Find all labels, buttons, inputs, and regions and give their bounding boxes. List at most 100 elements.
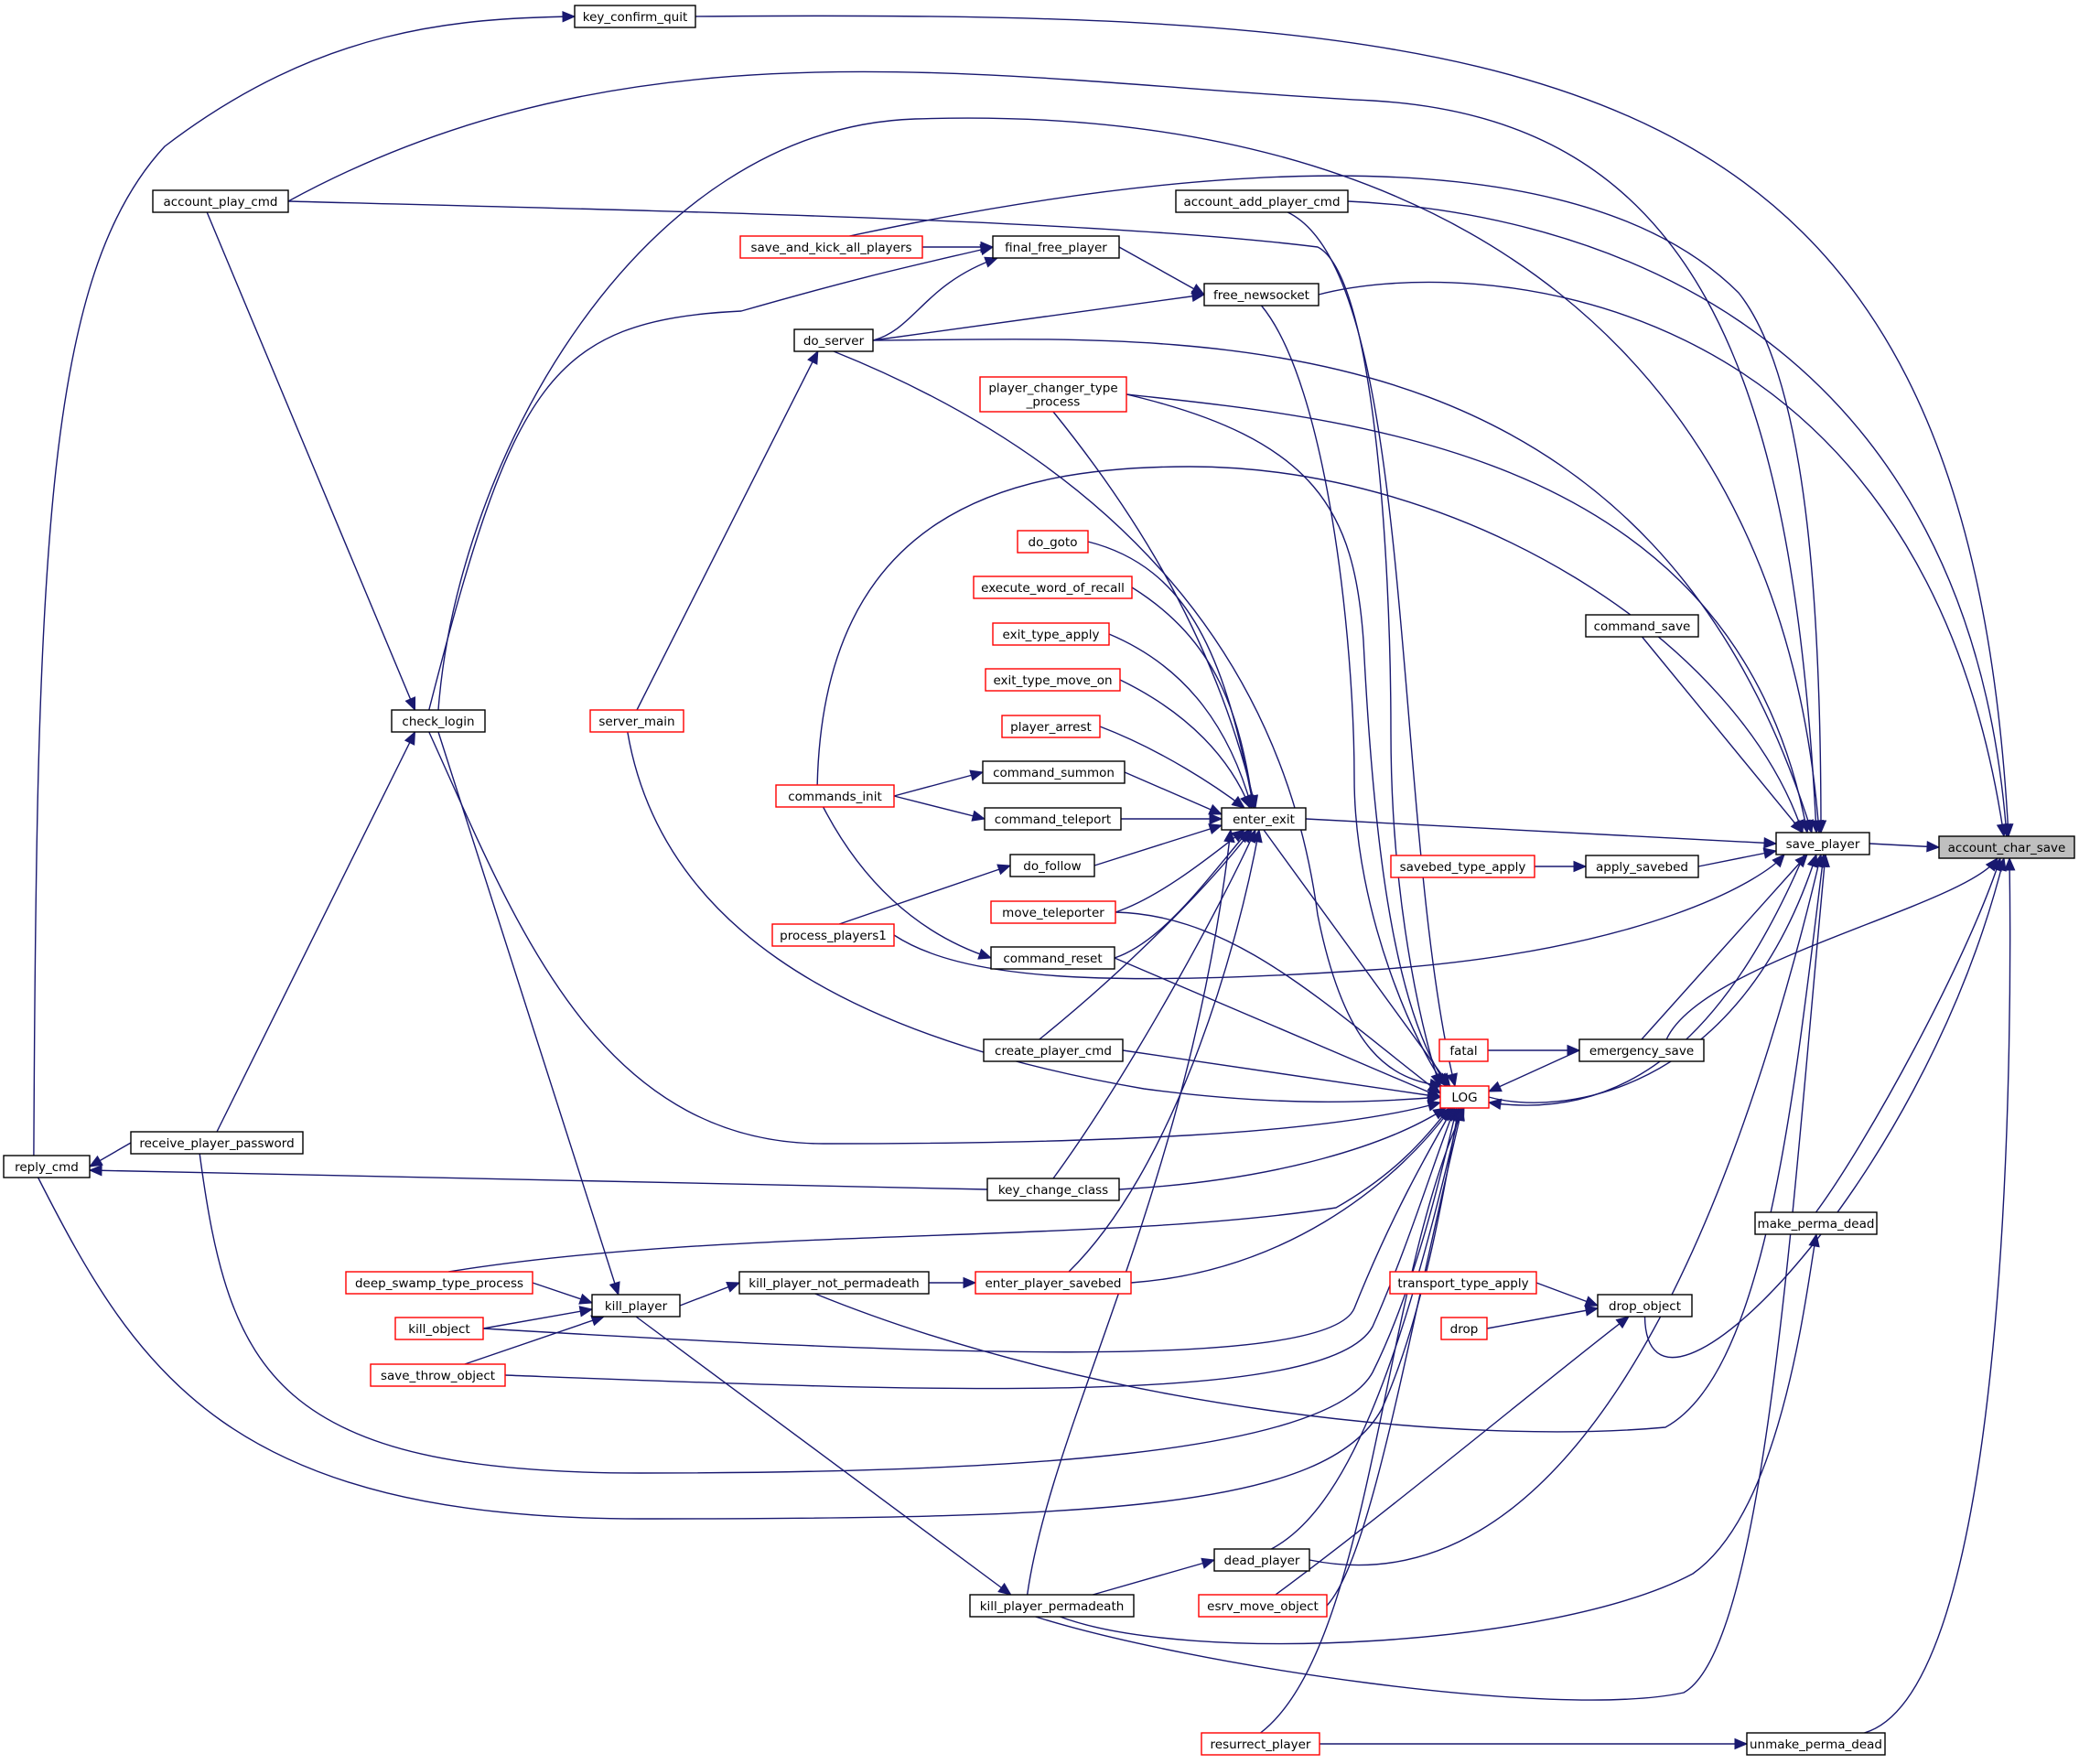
edge-line xyxy=(1099,726,1245,809)
edge-esrv_move_object-to-drop_object xyxy=(1275,1316,1631,1596)
node-command-reset[interactable]: command_reset xyxy=(990,946,1115,970)
node-box xyxy=(345,1271,533,1295)
node-box xyxy=(771,923,895,947)
node-enter-player-savebed[interactable]: enter_player_savebed xyxy=(975,1271,1132,1295)
edge-line xyxy=(1115,911,1441,1094)
node-reply-cmd[interactable]: reply_cmd xyxy=(3,1155,91,1178)
edge-line xyxy=(1641,636,1804,834)
node-player-arrest[interactable]: player_arrest xyxy=(1001,715,1101,738)
node-label: create_player_cmd xyxy=(995,1044,1112,1059)
arrowhead xyxy=(1926,841,1941,853)
node-save-and-kick-all-players[interactable]: save_and_kick_all_players xyxy=(739,235,923,259)
node-key-change-class[interactable]: key_change_class xyxy=(986,1178,1120,1201)
node-kill-object[interactable]: kill_object xyxy=(394,1317,484,1340)
node-box xyxy=(1578,1038,1705,1062)
edge-line xyxy=(1486,1307,1599,1329)
edge-line xyxy=(1052,829,1256,1179)
node-receive-player-password[interactable]: receive_player_password xyxy=(130,1131,304,1155)
edge-reply_cmd-to-key_confirm_quit xyxy=(33,10,576,1156)
node-command-teleport[interactable]: command_teleport xyxy=(984,807,1122,831)
node-apply-savebed[interactable]: apply_savebed xyxy=(1585,855,1699,878)
arrowhead xyxy=(984,256,999,268)
node-label: apply_savebed xyxy=(1596,860,1688,875)
node-account-play-cmd[interactable]: account_play_cmd xyxy=(152,189,289,213)
edge-commands_init-to-save_player xyxy=(816,466,1804,834)
node-drop-object[interactable]: drop_object xyxy=(1597,1294,1693,1318)
node-label: enter_exit xyxy=(1233,812,1295,827)
node-server-main[interactable]: server_main xyxy=(589,709,684,733)
edge-kill_player-to-kill_player_permadeath xyxy=(635,1316,1012,1596)
node-label: make_perma_dead xyxy=(1758,1217,1875,1232)
node-deep-swamp-type-process[interactable]: deep_swamp_type_process xyxy=(345,1271,533,1295)
node-label: kill_player_permadeath xyxy=(980,1599,1125,1614)
edge-line xyxy=(1108,633,1253,809)
edge-exit_type_move_on-to-enter_exit xyxy=(1119,679,1251,810)
node-account-add-player-cmd[interactable]: account_add_player_cmd xyxy=(1175,189,1349,213)
node-kill-player-not-permadeath[interactable]: kill_player_not_permadeath xyxy=(738,1271,930,1295)
edge-unmake_perma_dead-to-account_char_save xyxy=(1864,856,2016,1734)
arrowhead xyxy=(1209,812,1223,825)
node-player-changer-type-process[interactable]: player_changer_type_process xyxy=(979,376,1127,413)
node-process-players1[interactable]: process_players1 xyxy=(771,923,895,947)
edge-save_throw_object-to-kill_player xyxy=(464,1315,606,1365)
node-box xyxy=(394,1317,484,1340)
edge-line xyxy=(893,795,986,820)
node-box xyxy=(979,376,1127,413)
edge-exit_type_apply-to-enter_exit xyxy=(1108,633,1255,810)
node-drop[interactable]: drop xyxy=(1440,1317,1488,1340)
edge-kill_player_not_permadeath-to-enter_player_savebed xyxy=(929,1276,977,1289)
edge-player_changer_type_process-to-enter_exit xyxy=(1052,411,1259,810)
node-box xyxy=(1439,1085,1490,1109)
node-savebed-type-apply[interactable]: savebed_type_apply xyxy=(1390,855,1535,878)
node-unmake-perma-dead[interactable]: unmake_perma_dead xyxy=(1746,1732,1886,1756)
node-kill-player-permadeath[interactable]: kill_player_permadeath xyxy=(969,1594,1135,1618)
node-exit-type-move-on[interactable]: exit_type_move_on xyxy=(985,668,1121,692)
node-make-perma-dead[interactable]: make_perma_dead xyxy=(1754,1211,1878,1235)
node-move-teleporter[interactable]: move_teleporter xyxy=(990,900,1116,924)
edge-line xyxy=(464,1316,605,1365)
node-LOG[interactable]: LOG xyxy=(1439,1085,1490,1109)
arrowhead xyxy=(1190,290,1206,303)
arrowhead xyxy=(1763,837,1778,849)
node-save-player[interactable]: save_player xyxy=(1775,832,1870,855)
node-execute-word-of-recall[interactable]: execute_word_of_recall xyxy=(973,575,1133,599)
node-command-save[interactable]: command_save xyxy=(1585,614,1699,638)
node-kill-player[interactable]: kill_player xyxy=(591,1294,681,1318)
edge-line xyxy=(1309,854,1822,1566)
node-fatal[interactable]: fatal xyxy=(1438,1038,1489,1062)
node-label: emergency_save xyxy=(1589,1044,1694,1059)
node-do-server[interactable]: do_server xyxy=(793,328,874,352)
node-do-follow[interactable]: do_follow xyxy=(1009,854,1095,877)
node-box xyxy=(983,1038,1124,1062)
node-final-free-player[interactable]: final_free_player xyxy=(992,235,1120,259)
edge-reply_cmd-to-LOG xyxy=(37,1106,1462,1520)
node-do-goto[interactable]: do_goto xyxy=(1017,530,1089,554)
node-resurrect-player[interactable]: resurrect_player xyxy=(1201,1732,1320,1756)
node-label: command_save xyxy=(1594,619,1691,634)
node-commands-init[interactable]: commands_init xyxy=(775,784,895,808)
node-exit-type-apply[interactable]: exit_type_apply xyxy=(992,622,1110,646)
node-create-player-cmd[interactable]: create_player_cmd xyxy=(983,1038,1124,1062)
node-label: command_reset xyxy=(1003,952,1102,966)
node-command-summon[interactable]: command_summon xyxy=(982,760,1126,784)
edge-deep_swamp_type_process-to-LOG xyxy=(448,1107,1450,1273)
node-label: drop xyxy=(1450,1322,1479,1337)
node-account-char-save[interactable]: account_char_save xyxy=(1938,835,2075,859)
arrowhead xyxy=(1584,1296,1600,1307)
node-key-confirm-quit[interactable]: key_confirm_quit xyxy=(574,5,696,28)
edge-line xyxy=(1326,1107,1463,1607)
node-label: player_changer_type xyxy=(988,381,1117,395)
node-label: save_player xyxy=(1786,837,1860,852)
node-esrv-move-object[interactable]: esrv_move_object xyxy=(1198,1594,1328,1618)
arrowhead xyxy=(1567,1044,1581,1057)
node-free-newsocket[interactable]: free_newsocket xyxy=(1203,283,1320,307)
node-check-login[interactable]: check_login xyxy=(391,709,486,733)
node-emergency-save[interactable]: emergency_save xyxy=(1578,1038,1705,1062)
edge-line xyxy=(1093,1559,1215,1596)
node-dead-player[interactable]: dead_player xyxy=(1213,1548,1310,1572)
node-save-throw-object[interactable]: save_throw_object xyxy=(370,1363,506,1387)
edge-do_follow-to-enter_exit xyxy=(1093,823,1223,866)
node-enter-exit[interactable]: enter_exit xyxy=(1221,807,1307,831)
node-box xyxy=(1017,530,1089,554)
node-transport-type-apply[interactable]: transport_type_apply xyxy=(1389,1271,1537,1295)
